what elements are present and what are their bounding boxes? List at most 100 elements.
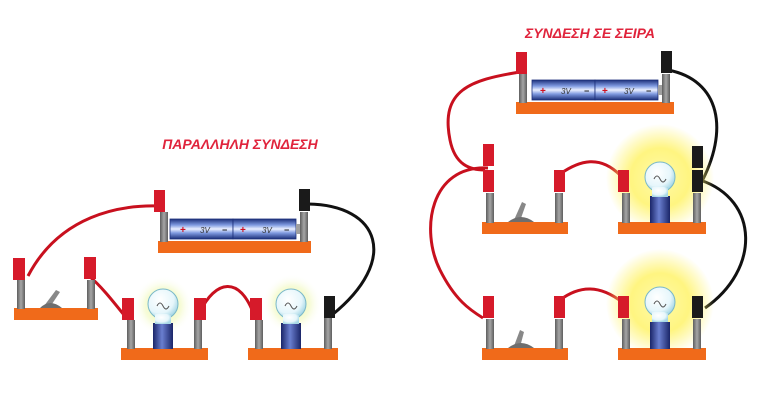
bulb-neck xyxy=(155,314,171,324)
cell-voltage-label: 3V xyxy=(561,87,571,96)
bulb-neck xyxy=(652,187,668,197)
wire-red xyxy=(446,70,521,172)
red-clip xyxy=(483,170,494,192)
light-bulb-icon xyxy=(606,124,714,234)
bulb-base-plate xyxy=(618,348,706,360)
red-clip xyxy=(84,257,96,279)
red-clip xyxy=(154,190,165,212)
terminal-post xyxy=(300,212,308,242)
wire-black xyxy=(699,178,748,310)
cell-plus: + xyxy=(540,86,546,97)
terminal-post xyxy=(622,193,630,223)
black-clip xyxy=(692,146,703,168)
red-clip xyxy=(194,298,206,320)
light-bulb-icon xyxy=(606,249,714,360)
cell-plus: + xyxy=(602,86,608,97)
bulb-filament xyxy=(653,175,667,183)
red-clip xyxy=(13,258,25,280)
bulb-neck xyxy=(283,314,299,324)
parallel-title: ΠΑΡΑΛΛΗΛΗ ΣΥΝΔΕΣΗ xyxy=(162,136,318,152)
terminal-post xyxy=(255,320,263,349)
black-clip xyxy=(661,51,672,73)
wire-red xyxy=(26,204,159,277)
battery-base xyxy=(516,102,674,114)
terminal-post xyxy=(194,320,202,349)
bulb-base-plate xyxy=(618,222,706,234)
switch-base xyxy=(482,222,568,234)
bulb-filament xyxy=(156,302,170,310)
switch-lever xyxy=(514,202,526,221)
black-clip xyxy=(692,170,703,192)
red-clip xyxy=(483,296,494,318)
terminal-post xyxy=(486,319,494,349)
black-clip xyxy=(299,189,310,211)
bulb-socket xyxy=(281,323,301,349)
switch-hinge xyxy=(40,303,62,308)
light-bulb-icon xyxy=(248,274,338,360)
red-clip xyxy=(554,296,565,318)
red-clip xyxy=(618,170,629,192)
cell-minus: − xyxy=(646,86,651,96)
terminal-post xyxy=(555,193,563,223)
light-bulb-icon xyxy=(121,276,208,360)
battery-icon: + 3V − + 3V − xyxy=(516,51,674,114)
terminal-post xyxy=(519,74,527,103)
wire-red xyxy=(89,275,126,316)
cell-minus: − xyxy=(284,225,289,235)
cell-voltage-label: 3V xyxy=(624,87,634,96)
black-clip xyxy=(324,296,335,318)
switch-hinge xyxy=(508,217,534,222)
terminal-post xyxy=(17,280,25,309)
terminal-post xyxy=(662,74,670,103)
bulb-base-plate xyxy=(248,348,338,360)
battery-base xyxy=(158,241,311,253)
terminal-post xyxy=(160,212,168,242)
cell-minus: − xyxy=(222,225,227,235)
red-clip xyxy=(250,298,262,320)
bulb-socket xyxy=(650,196,670,223)
wire-red xyxy=(429,166,489,320)
cell-plus: + xyxy=(180,225,186,236)
battery-icon: + 3V − + 3V − xyxy=(154,189,311,253)
switch-lever xyxy=(44,290,60,307)
cell-voltage-label: 3V xyxy=(262,226,272,235)
switch-lever xyxy=(514,330,524,347)
red-clip xyxy=(483,144,494,166)
bulb-filament xyxy=(284,302,298,310)
cell-plus: + xyxy=(240,225,246,236)
parallel-circuit: + 3V − + 3V − xyxy=(13,189,376,360)
bulb-base-plate xyxy=(121,348,208,360)
terminal-post xyxy=(555,319,563,349)
bulb-neck xyxy=(652,312,668,322)
bulb-filament xyxy=(653,300,667,308)
terminal-post xyxy=(693,193,701,223)
cell-cap xyxy=(296,224,300,234)
switch-hinge xyxy=(508,343,534,348)
terminal-post xyxy=(622,319,630,349)
terminal-post xyxy=(127,320,135,349)
series-circuit: + 3V − + 3V − xyxy=(429,51,748,360)
knife-switch-icon xyxy=(13,257,98,320)
cell-minus: − xyxy=(584,86,589,96)
terminal-post xyxy=(324,318,332,349)
terminal-post xyxy=(693,319,701,349)
wire-red xyxy=(198,285,256,316)
bulb-socket xyxy=(650,322,670,349)
red-clip xyxy=(516,52,527,74)
red-clip xyxy=(618,296,629,318)
wire-black xyxy=(307,202,376,317)
red-clip xyxy=(554,170,565,192)
series-title: ΣΥΝΔΕΣΗ ΣΕ ΣΕΙΡΑ xyxy=(524,25,655,41)
knife-switch-icon xyxy=(482,144,568,234)
terminal-post xyxy=(486,193,494,223)
cell-voltage-label: 3V xyxy=(200,226,210,235)
black-clip xyxy=(692,296,703,318)
switch-base xyxy=(482,348,568,360)
cell-cap xyxy=(658,85,662,95)
knife-switch-icon xyxy=(482,296,568,360)
bulb-socket xyxy=(153,323,173,349)
switch-base xyxy=(14,308,98,320)
red-clip xyxy=(122,298,134,320)
terminal-post xyxy=(87,280,95,309)
